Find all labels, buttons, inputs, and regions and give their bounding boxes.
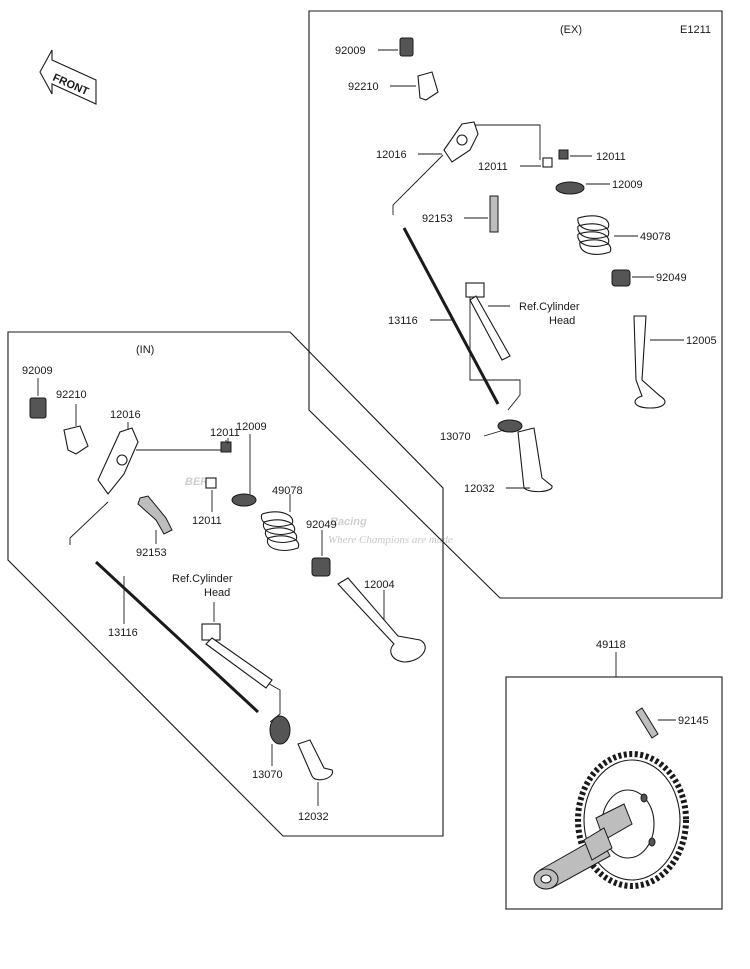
- watermark-sub: Racing: [330, 516, 367, 528]
- panel-cam: 49118 92145: [505, 639, 723, 910]
- part-ex-12005: 12005: [633, 315, 717, 409]
- part-in-12004: 12004: [337, 577, 426, 663]
- label-in-12004: 12004: [364, 579, 395, 591]
- label-in-49078: 49078: [272, 485, 303, 497]
- label-ex-49078: 49078: [640, 231, 671, 243]
- part-ex-49078: 49078: [577, 215, 671, 255]
- part-cam-92145: 92145: [635, 707, 709, 739]
- part-in-12009: 12009: [231, 421, 267, 507]
- diagram-code: E1211: [680, 24, 711, 36]
- label-in-13116: 13116: [108, 627, 138, 639]
- label-cam-49118: 49118: [596, 639, 626, 651]
- label-ex-92153: 92153: [422, 213, 453, 225]
- part-ex-92009: 92009: [335, 37, 414, 57]
- part-ex-12016: 12016: [376, 121, 479, 163]
- part-cam-shaft: [533, 803, 633, 890]
- part-in-92153: 92153: [136, 495, 173, 559]
- label-ex-12011-b: 12011: [596, 151, 626, 163]
- label-in-12009: 12009: [236, 421, 267, 433]
- label-ex-92009: 92009: [335, 45, 366, 57]
- label-in-92049: 92049: [306, 519, 337, 531]
- part-ex-12011-b: 12011: [558, 149, 626, 163]
- part-in-13070: 13070: [252, 715, 291, 781]
- label-ex-92049: 92049: [656, 272, 687, 284]
- label-ex-ref-line1: Ref.Cylinder: [519, 301, 580, 313]
- label-in-92210: 92210: [56, 389, 87, 401]
- label-in-12011-a: 12011: [210, 427, 240, 439]
- part-in-92210: 92210: [56, 389, 89, 455]
- label-in-12011-b: 12011: [192, 515, 222, 527]
- part-ex-92153: 92153: [422, 195, 499, 233]
- front-arrow-icon: FRONT: [39, 49, 97, 105]
- label-in-12032: 12032: [298, 811, 329, 823]
- part-ex-12032: 12032: [464, 427, 553, 495]
- part-in-12011-a: 12011: [210, 427, 240, 453]
- label-ex-ref-line2: Head: [549, 315, 575, 327]
- watermark: BERG Racing Where Champions are made: [185, 476, 453, 546]
- part-in-13116: 13116: [94, 560, 260, 714]
- part-in-12011-b: 12011: [192, 477, 222, 527]
- panel-in-label: (IN): [136, 344, 154, 356]
- label-in-ref-line2: Head: [204, 587, 230, 599]
- part-ex-12009: 12009: [555, 179, 643, 195]
- label-ex-12011-a: 12011: [478, 161, 508, 173]
- label-ex-13116: 13116: [388, 315, 418, 327]
- part-in-92009: 92009: [22, 365, 53, 419]
- label-ex-12016: 12016: [376, 149, 407, 161]
- part-ex-12011-a: 12011: [478, 157, 553, 173]
- label-ex-92210: 92210: [348, 81, 379, 93]
- panel-in: (IN) 92009 92210 12016 12011: [7, 331, 444, 837]
- label-cam-92145: 92145: [678, 715, 709, 727]
- label-in-13070: 13070: [252, 769, 283, 781]
- part-cam-gear: [575, 751, 689, 889]
- part-ex-13116: 13116: [388, 227, 500, 405]
- part-in-92049: 92049: [306, 519, 337, 577]
- part-ex-13070: 13070: [440, 419, 523, 443]
- panel-ex: (EX) 92009 92210 12016 12011: [308, 10, 723, 599]
- label-in-ref-line1: Ref.Cylinder: [172, 573, 233, 585]
- label-ex-13070: 13070: [440, 431, 471, 443]
- part-ex-92210: 92210: [348, 71, 439, 101]
- label-in-92009: 92009: [22, 365, 53, 377]
- part-ex-92049: 92049: [611, 269, 687, 287]
- label-ex-12005: 12005: [686, 335, 717, 347]
- part-ex-ref-cylinder-head: Ref.Cylinder Head: [465, 282, 580, 361]
- part-in-49078: 49078: [260, 485, 303, 551]
- label-in-12016: 12016: [110, 409, 141, 421]
- label-ex-12009: 12009: [612, 179, 643, 191]
- part-in-12016: 12016: [97, 409, 141, 495]
- label-in-92153: 92153: [136, 547, 167, 559]
- label-ex-12032: 12032: [464, 483, 495, 495]
- part-in-12032: 12032: [297, 739, 333, 823]
- watermark-tagline: Where Champions are made: [328, 534, 453, 546]
- panel-ex-label: (EX): [560, 24, 582, 36]
- part-in-ref-cylinder-head: Ref.Cylinder Head: [172, 573, 273, 689]
